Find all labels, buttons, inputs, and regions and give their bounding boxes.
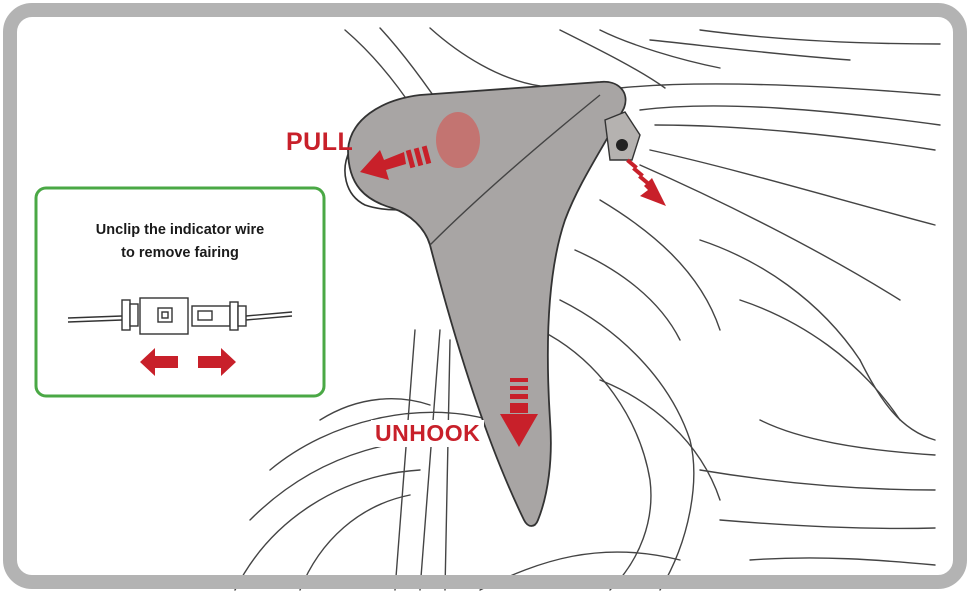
side-fairing-panel — [348, 82, 626, 526]
inset-instruction-line-2: to remove fairing — [44, 242, 316, 265]
mount-tab — [605, 112, 640, 160]
unhook-label: UNHOOK — [371, 420, 484, 447]
mount-bolt — [616, 139, 628, 151]
release-arrow-icon — [626, 159, 666, 206]
inset-instruction: Unclip the indicator wire to remove fair… — [44, 219, 316, 265]
grab-point-marker — [436, 112, 480, 168]
pull-label: PULL — [286, 128, 353, 157]
inset-instruction-line-1: Unclip the indicator wire — [44, 219, 316, 242]
